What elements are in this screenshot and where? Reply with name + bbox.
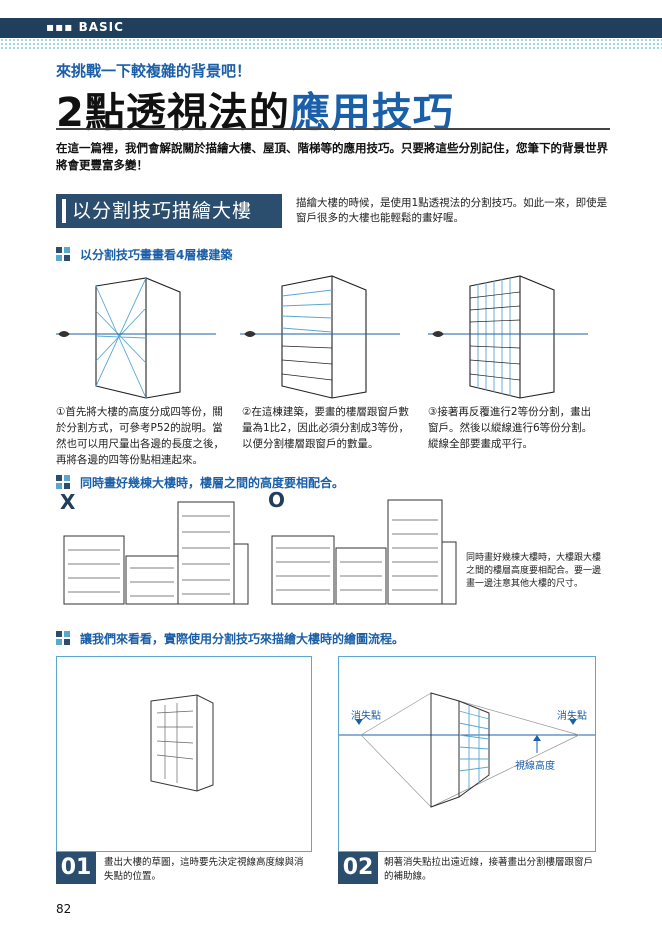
- heading-flow-text: 讓我們來看看，實際使用分割技巧來描繪大樓時的繪圖流程。: [80, 632, 405, 646]
- header-bar: ▪▪▪ BASIC: [0, 18, 662, 38]
- square-bullet-icon: [56, 631, 72, 645]
- compare-note: 同時畫好幾棟大樓時，大樓跟大樓之間的樓層高度要相配合。要一邊畫一邊注意其他大樓的…: [466, 553, 602, 589]
- arrow-up-icon: [533, 735, 541, 741]
- eye-level-label: 視線高度: [515, 761, 555, 772]
- header-label: ▪▪▪ BASIC: [46, 20, 124, 34]
- eye-icon: [58, 331, 70, 337]
- buildings-wrong-sketch: [63, 501, 249, 605]
- step-2-text: ②在這棟建築，要畫的樓層跟窗戶數量為1比2，因此必須分割成3等份，以便分割樓層跟…: [242, 406, 410, 450]
- flow-panel-1: [56, 656, 312, 852]
- building-diagram-3: [428, 275, 588, 399]
- wrong-mark: X: [60, 490, 76, 514]
- flow-sketch-1: [150, 694, 214, 792]
- flow-panel-2: 消失點 消失點 視線高度: [327, 656, 596, 852]
- eye-icon: [244, 331, 256, 337]
- eye-icon: [432, 331, 444, 337]
- vanishing-point-right-label: 消失點: [557, 711, 587, 722]
- heading-four-floors: 以分割技巧畫畫看4層樓建築: [56, 246, 232, 263]
- flow-sketch-2: [327, 692, 595, 808]
- page-subtitle: 來挑戰一下較複雜的背景吧！: [56, 62, 252, 80]
- section-description: 描繪大樓的時候，是使用1點透視法的分割技巧。如此一來，即使是窗戶很多的大樓也能輕…: [296, 197, 608, 224]
- right-mark: O: [268, 488, 286, 512]
- heading-match-floors: 同時畫好幾棟大樓時，樓層之間的高度要相配合。: [56, 474, 344, 491]
- section-title: 以分割技巧描繪大樓: [56, 194, 282, 228]
- flow-text-2: 朝著消失點拉出遠近線，接著畫出分割樓層跟窗戶的補助線。: [384, 857, 594, 882]
- page-number: 82: [56, 902, 72, 916]
- intro-text: 在這一篇裡，我們會解說關於描繪大樓、屋頂、階梯等的應用技巧。只要將這些分別記住，…: [56, 141, 608, 172]
- step-1-text: ①首先將大樓的高度分成四等份，關於分割方式，可參考P52的說明。當然也可以用尺量…: [56, 406, 224, 466]
- title-rule: [56, 128, 610, 130]
- square-bullet-icon: [56, 247, 72, 261]
- heading-flow: 讓我們來看看，實際使用分割技巧來描繪大樓時的繪圖流程。: [56, 630, 404, 647]
- flow-text-1: 畫出大樓的草圖，這時要先決定視線高度線與消失點的位置。: [104, 857, 304, 882]
- vanishing-point-left-label: 消失點: [351, 711, 381, 722]
- flow-number-1: 01: [56, 852, 96, 884]
- arrow-down-icon: [569, 719, 577, 725]
- square-bullet-icon: [56, 475, 72, 489]
- heading-four-floors-text: 以分割技巧畫畫看4層樓建築: [80, 248, 233, 262]
- buildings-right-sketch: [271, 499, 457, 605]
- building-diagram-1: [56, 277, 216, 399]
- step-3-text: ③接著再反覆進行2等份分割，畫出窗戶。然後以縱線進行6等份分割。縱線全部要畫成平…: [428, 406, 593, 450]
- flow-number-2: 02: [338, 852, 378, 884]
- building-diagram-2: [240, 275, 400, 399]
- arrow-down-icon: [355, 719, 363, 725]
- heading-match-floors-text: 同時畫好幾棟大樓時，樓層之間的高度要相配合。: [80, 476, 345, 490]
- dot-band: [0, 38, 662, 50]
